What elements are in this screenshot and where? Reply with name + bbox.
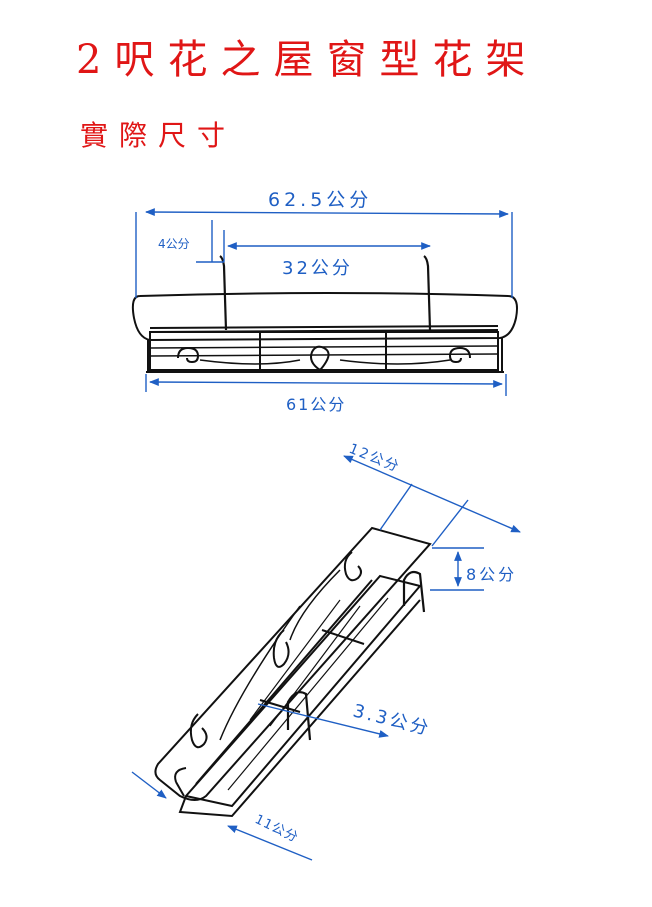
- dim-hook-spacing: 32公分: [282, 258, 353, 279]
- front-dimensions: [135, 208, 513, 396]
- dim-overall-width: 62.5公分: [268, 189, 372, 211]
- front-shelf-frame: [131, 292, 518, 373]
- perspective-dimensions: [131, 455, 521, 861]
- front-view: 62.5公分 4公分 32公分 61公分: [131, 189, 518, 414]
- dim-base-width: 61公分: [286, 395, 346, 414]
- dim-top-depth: 12公分: [347, 441, 403, 476]
- front-hooks: [219, 255, 432, 331]
- dim-wire-gap: 3.3公分: [351, 700, 433, 740]
- dim-hook-height: 8公分: [466, 565, 517, 584]
- perspective-view: 12公分 8公分 3.3公分 11公分: [131, 441, 521, 861]
- dim-hook-offset: 4公分: [158, 237, 190, 251]
- page-title: 2呎花之屋窗型花架: [76, 37, 539, 83]
- perspective-shelf-frame: [154, 526, 432, 818]
- dim-base-depth: 11公分: [252, 812, 300, 846]
- page-subtitle: 實際尺寸: [80, 119, 237, 152]
